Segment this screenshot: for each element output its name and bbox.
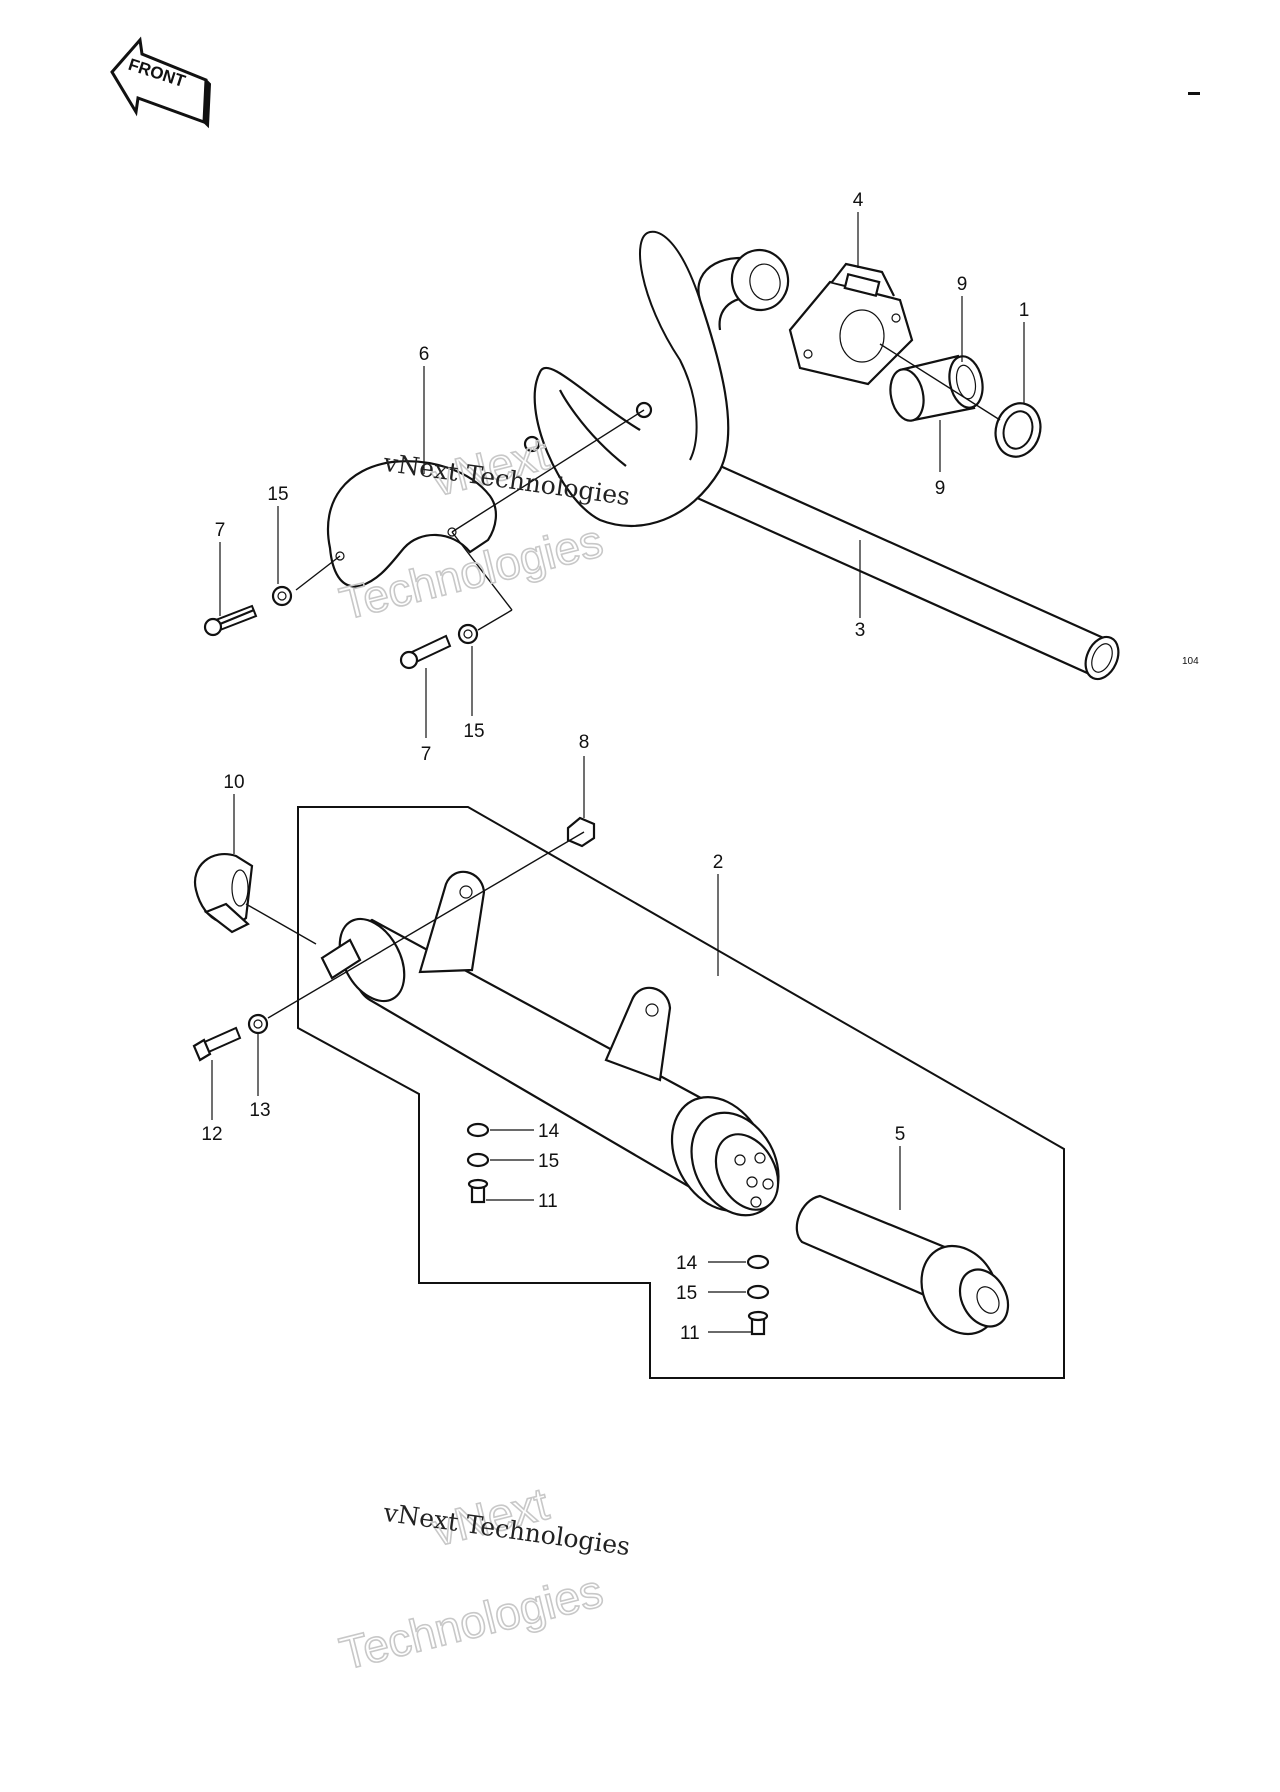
callout-4: 4 — [853, 190, 864, 211]
tail-pipe-part-5 — [795, 1194, 1010, 1336]
washer-part-15-lower-right — [746, 1284, 770, 1300]
callout-7-right: 7 — [421, 744, 432, 765]
callout-14-right: 14 — [676, 1253, 698, 1274]
muffler-part-2 — [320, 870, 780, 1217]
watermark-lower-big-2: Technologies — [335, 1564, 608, 1679]
callout-6: 6 — [419, 344, 430, 365]
callout-1: 1 — [1019, 300, 1030, 321]
callout-3: 3 — [855, 620, 866, 641]
callout-5: 5 — [895, 1124, 906, 1145]
exhaust-pipe-part-3 — [523, 230, 1120, 681]
corner-mark — [1188, 92, 1200, 95]
callout-11-right: 11 — [680, 1323, 700, 1344]
screw-part-11-left — [467, 1178, 489, 1204]
bolt-part-7-left — [203, 604, 258, 637]
watermark-lower: vNext Technologies vNext Technologies — [334, 1476, 632, 1680]
front-direction-arrow: FRONT — [110, 36, 212, 129]
upper-assembly-lines — [295, 343, 1001, 631]
callout-12: 12 — [201, 1124, 222, 1145]
lower-leader-lines — [211, 756, 901, 1333]
screw-part-11-right — [747, 1310, 769, 1336]
callout-15-upper-right: 15 — [463, 721, 484, 742]
callout-15-lower-left: 15 — [538, 1151, 559, 1172]
flange-part-4 — [788, 262, 914, 386]
callout-15-upper-left: 15 — [267, 484, 288, 505]
washer-part-15-right — [457, 623, 479, 645]
washer-part-14-left — [466, 1122, 490, 1138]
washer-part-15-left — [271, 585, 293, 607]
callout-10: 10 — [223, 772, 244, 793]
callout-13: 13 — [249, 1100, 270, 1121]
callout-11-left: 11 — [538, 1191, 558, 1212]
lower-assembly-lines — [245, 831, 585, 1019]
heat-shield-part-6 — [326, 460, 497, 588]
gasket-part-1 — [994, 402, 1042, 458]
callout-8: 8 — [579, 732, 590, 753]
callout-14-left: 14 — [538, 1121, 560, 1142]
callout-9-bottom: 9 — [935, 478, 946, 499]
washer-part-15-lower-left — [466, 1152, 490, 1168]
callout-labels: 1 2 3 4 5 6 7 7 8 9 9 10 11 11 12 13 14 … — [201, 190, 1029, 1344]
nut-part-8 — [566, 816, 596, 848]
bolt-part-12 — [192, 1026, 242, 1062]
callout-2: 2 — [713, 852, 724, 873]
muffler-group-boundary — [297, 806, 1065, 1379]
diagram-code: 104 — [1182, 656, 1199, 667]
callout-9-top: 9 — [957, 274, 968, 295]
callout-7-left: 7 — [215, 520, 226, 541]
callout-15-lower-right: 15 — [676, 1283, 697, 1304]
washer-part-14-right — [746, 1254, 770, 1270]
upper-leader-lines — [219, 212, 1025, 738]
clamp-part-10 — [193, 853, 254, 934]
bolt-part-7-right — [399, 634, 452, 670]
washer-part-13 — [247, 1013, 269, 1035]
split-collar-part-9 — [889, 354, 984, 422]
